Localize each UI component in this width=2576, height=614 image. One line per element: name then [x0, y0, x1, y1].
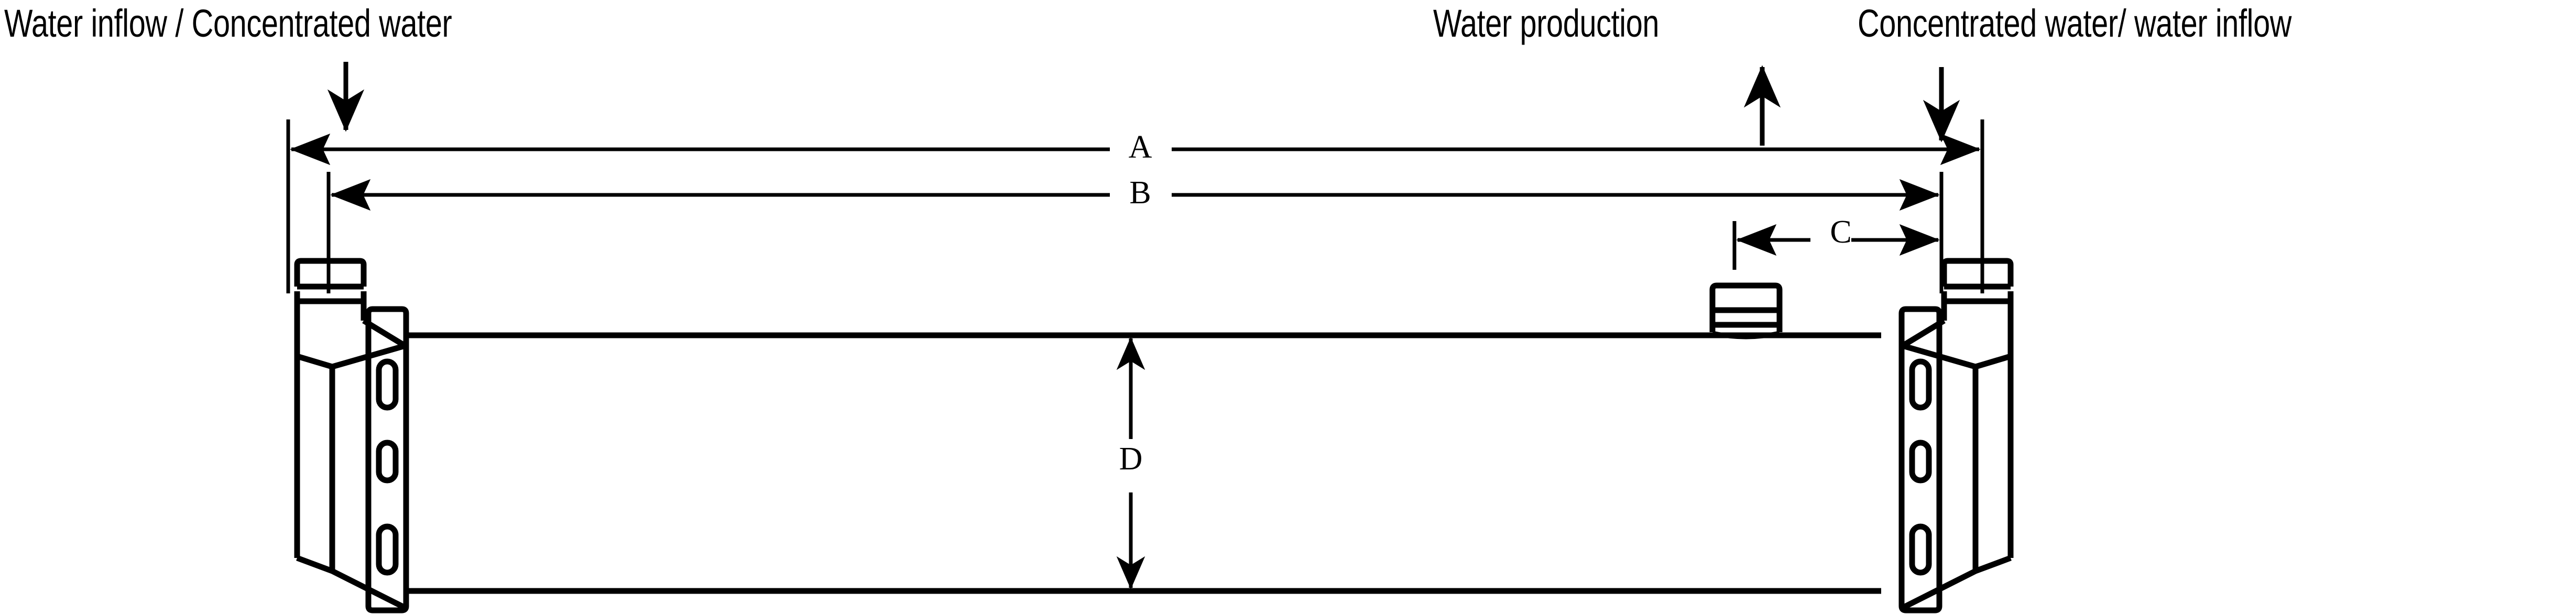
dimension-label-b: B [1129, 175, 1151, 211]
left-nozzle-collar-top [294, 258, 367, 287]
left-end-plate-slot-1 [376, 358, 399, 411]
permeate-nozzle-assembly [1709, 282, 1783, 339]
vessel-shell [406, 332, 1881, 594]
left-taper-front-bottom [296, 555, 333, 574]
right-taper-front-bottom [1974, 555, 2012, 574]
permeate-nozzle-saddle [1712, 331, 1780, 339]
right-end-plate-slot-2 [1909, 440, 1932, 484]
right-end-plate [1898, 306, 1942, 613]
permeate-nozzle-body [1709, 282, 1783, 332]
left-taper-shoulder [296, 353, 333, 370]
left-end-plate-slot-3 [376, 523, 399, 576]
dimension-label-d: D [1119, 441, 1143, 477]
right-end-assembly [1898, 258, 2014, 613]
callout-label-left-port: Water inflow / Concentrated water [4, 2, 452, 45]
right-taper-shoulder [1974, 353, 2012, 370]
dimension-label-c: C [1830, 214, 1852, 250]
right-nozzle-collar-top [1941, 258, 2014, 287]
right-end-plate-slot-3 [1909, 523, 1932, 576]
left-end-assembly [294, 258, 409, 613]
callout-label-water-production: Water production [1433, 2, 1660, 45]
dimension-label-a: A [1128, 129, 1152, 165]
callout-label-right-port: Concentrated water/ water inflow [1858, 2, 2292, 45]
left-end-plate [365, 306, 409, 613]
right-end-plate-slot-1 [1909, 358, 1932, 411]
left-end-plate-slot-2 [376, 440, 399, 484]
